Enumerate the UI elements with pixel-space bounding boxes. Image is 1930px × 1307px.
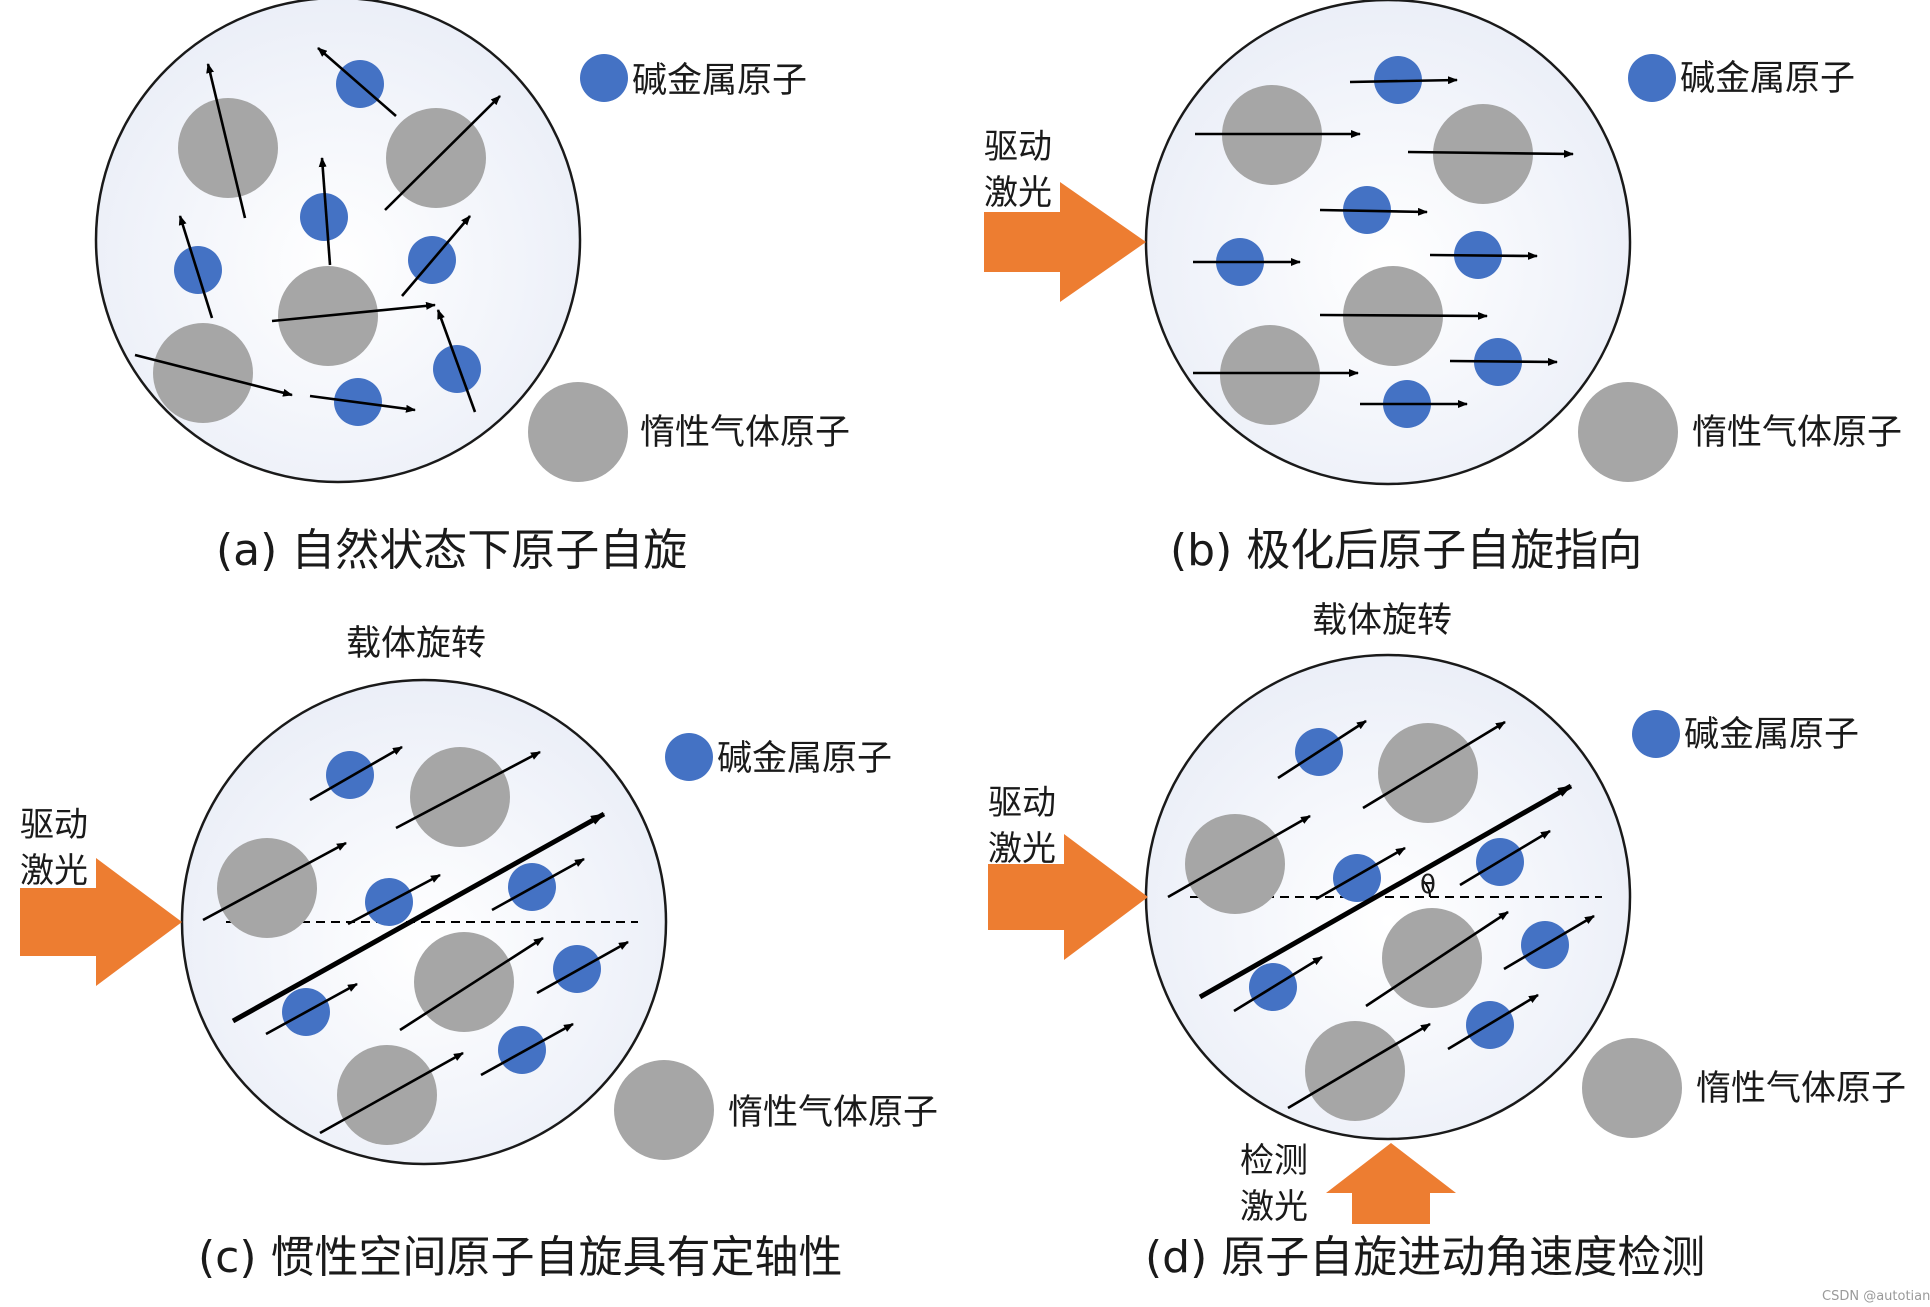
legend-inert-swatch [614,1060,714,1160]
total-spin-vector [231,811,606,1024]
spin-arrow [1233,955,1323,1013]
drive-laser-arrow [988,834,1148,960]
legend-alkali-swatch [1628,54,1676,102]
spin-arrow [1315,846,1406,901]
spin-arrow [319,1051,464,1135]
spin-arrow [436,309,477,413]
caption-d: (d) 原子自旋进动角速度检测 [1145,1232,1705,1283]
spin-arrow [134,353,293,397]
spin-arrow [1459,829,1551,887]
legend-alkali-label: 碱金属原子 [1680,59,1855,99]
alkali-atom [553,945,601,993]
inert-gas-atom [410,747,510,847]
carrier-rotation-label: 载体旋转 [1312,601,1452,641]
spin-arrow [384,95,501,211]
legend-inert-swatch [1582,1038,1682,1138]
spin-arrow [1277,719,1367,780]
detect-laser-arrow [1326,1143,1456,1224]
panel-b: 驱动 激光 碱金属原子 惰性气体原子 (b) 极 [984,0,1902,576]
spin-arrow [309,394,416,413]
drive-laser-arrow [20,858,182,986]
spin-arrow [399,936,544,1032]
drive-laser-label-line2: 激光 [984,173,1052,213]
drive-laser-label-line2: 激光 [20,851,88,891]
drive-laser-label-line1: 驱动 [988,783,1056,823]
theta-label: θ [1420,870,1436,900]
inert-gas-atom [1305,1021,1405,1121]
alkali-atom [498,1026,546,1074]
angle-arc [1421,879,1432,898]
panel-c: 载体旋转 驱动 激光 [20,624,938,1283]
caption-c: (c) 惯性空间原子自旋具有定轴性 [198,1232,843,1283]
legend-inert-label: 惰性气体原子 [640,413,850,453]
spin-arrow [1349,76,1458,85]
spin-arrow [317,47,397,117]
spin-arrow [1167,814,1311,899]
legend-alkali-swatch [1632,710,1680,758]
spin-arrow [1447,993,1539,1051]
alkali-atom [300,193,348,241]
drive-laser-label-line1: 驱动 [984,127,1052,167]
spin-arrow [206,63,247,219]
spin-arrow [271,301,436,323]
legend-inert-swatch [528,382,628,482]
spin-arrow [480,1022,574,1077]
spin-arrow [1429,251,1538,260]
carrier-rotation-label: 载体旋转 [346,624,486,664]
detect-laser-label-line1: 检测 [1240,1141,1308,1181]
legend-alkali-swatch [665,733,713,781]
caption-b: (b) 极化后原子自旋指向 [1170,525,1642,576]
alkali-atom [433,345,481,393]
inert-gas-atom [414,932,514,1032]
alkali-atom [326,751,374,799]
legend-alkali-label: 碱金属原子 [632,61,807,101]
spin-arrow [1319,311,1488,320]
spin-arrow [401,215,471,297]
legend-inert-label: 惰性气体原子 [1696,1069,1906,1109]
drive-laser-label-line1: 驱动 [20,805,88,845]
spin-arrow [309,745,403,802]
legend-inert-label: 惰性气体原子 [728,1093,938,1133]
spin-arrow [1407,149,1574,158]
spin-arrow [491,857,585,912]
spin-arrow [347,873,441,926]
alkali-atom [1333,854,1381,902]
panel-a: 碱金属原子 惰性气体原子 (a) 自然状态下原子自旋 [94,0,850,576]
spin-arrow [318,157,332,266]
spin-arrow [1362,720,1506,810]
spin-arrow [265,982,358,1036]
detect-laser-label-line2: 激光 [1240,1187,1308,1227]
inert-gas-atom [1378,723,1478,823]
spin-arrow [1287,1022,1431,1110]
spin-arrow [395,750,541,830]
watermark: CSDN @autotian [1822,1289,1930,1304]
inert-gas-atom [1185,814,1285,914]
inert-gas-atom [217,838,317,938]
spin-arrow [178,215,214,319]
legend-inert-swatch [1578,382,1678,482]
spin-arrow [202,841,347,922]
spin-arrow [536,940,629,995]
spin-arrow [1319,207,1428,216]
panel-d: 载体旋转 驱动 激光 检测 激光 [988,601,1906,1283]
spin-arrow [1365,910,1509,1008]
legend-inert-label: 惰性气体原子 [1692,413,1902,453]
total-spin-vector [1198,783,1573,1000]
inert-gas-atom [1382,908,1482,1008]
drive-laser-arrow [984,182,1146,302]
caption-a: (a) 自然状态下原子自旋 [216,525,687,576]
legend-alkali-label: 碱金属原子 [1684,715,1859,755]
legend-alkali-label: 碱金属原子 [717,739,892,779]
legend-alkali-swatch [580,54,628,102]
spin-arrow [1449,357,1558,366]
inert-gas-atom [1220,325,1320,425]
drive-laser-label-line2: 激光 [988,829,1056,869]
spin-arrow [1503,914,1595,971]
